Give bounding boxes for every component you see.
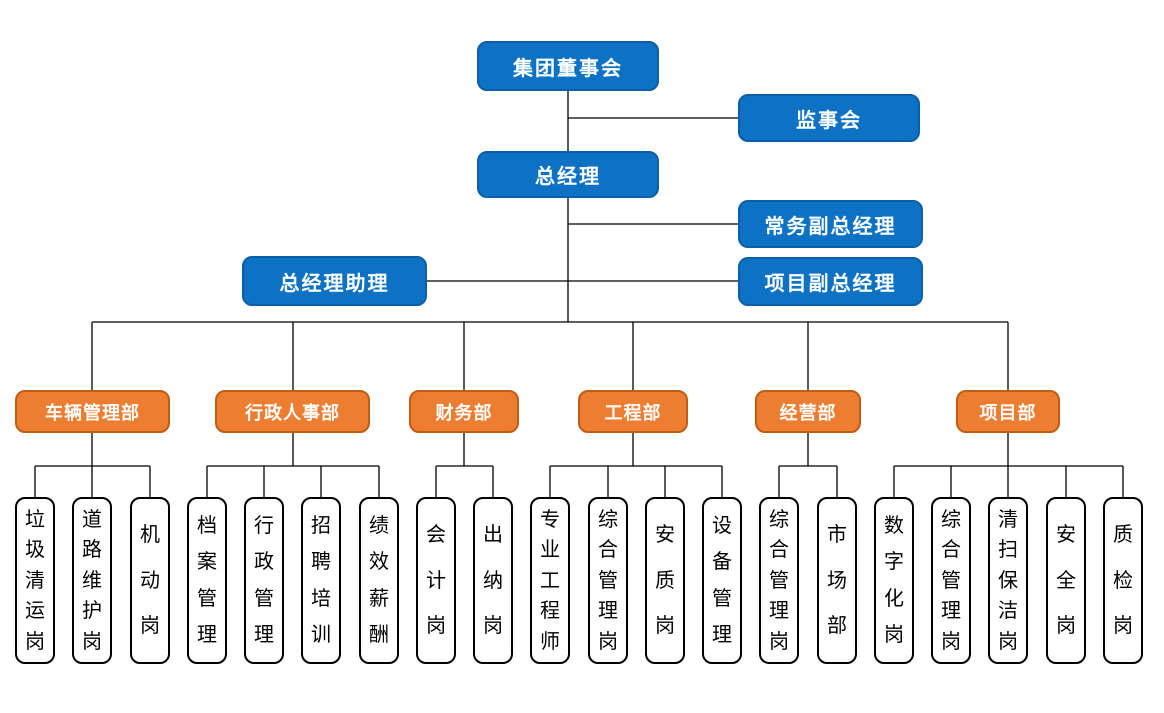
position-node: 会计岗 — [416, 497, 456, 664]
position-node: 绩效薪酬 — [359, 497, 399, 664]
position-node: 数字化岗 — [874, 497, 914, 664]
node-dept-vehicle-management: 车辆管理部 — [15, 390, 170, 433]
position-node: 综合管理岗 — [588, 497, 628, 664]
node-project-deputy-gm: 项目副总经理 — [738, 257, 923, 306]
position-node: 机动岗 — [130, 497, 170, 664]
node-general-manager: 总经理 — [477, 151, 659, 198]
position-node: 设备管理 — [702, 497, 742, 664]
position-node: 清扫保洁岗 — [988, 497, 1028, 664]
node-dept-operations: 经营部 — [755, 390, 861, 433]
position-node: 档案管理 — [187, 497, 227, 664]
position-node: 专业工程师 — [530, 497, 570, 664]
node-board: 集团董事会 — [477, 41, 659, 91]
node-supervisory-board: 监事会 — [738, 94, 920, 142]
node-executive-deputy-gm: 常务副总经理 — [738, 200, 923, 248]
position-node: 质检岗 — [1103, 497, 1143, 664]
position-node: 垃圾清运岗 — [15, 497, 55, 664]
position-node: 招聘培训 — [301, 497, 341, 664]
node-dept-finance: 财务部 — [409, 390, 519, 433]
position-node: 安质岗 — [645, 497, 685, 664]
node-dept-admin-hr: 行政人事部 — [215, 390, 370, 433]
position-node: 行政管理 — [244, 497, 284, 664]
node-dept-engineering: 工程部 — [578, 390, 688, 433]
position-node: 综合管理岗 — [931, 497, 971, 664]
position-node: 市场部 — [817, 497, 857, 664]
position-node: 道路维护岗 — [72, 497, 112, 664]
position-node: 出纳岗 — [473, 497, 513, 664]
node-dept-project: 项目部 — [956, 390, 1060, 433]
position-node: 综合管理岗 — [759, 497, 799, 664]
position-node: 安全岗 — [1046, 497, 1086, 664]
node-gm-assistant: 总经理助理 — [242, 256, 427, 306]
